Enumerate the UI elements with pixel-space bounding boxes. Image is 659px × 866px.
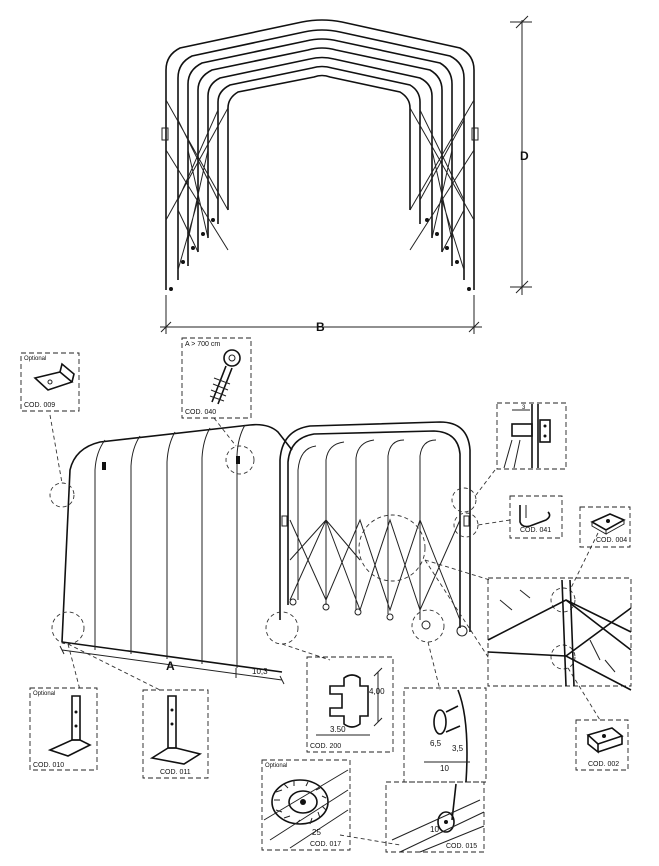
cod200-height: 4,00	[369, 687, 385, 696]
eye-bolt-icon	[209, 349, 241, 405]
caster-wheel-icon	[391, 783, 485, 853]
wheel-dim-1: 6,5	[430, 739, 442, 748]
cod040-note: A > 700 cm	[185, 341, 221, 348]
corner-view-detail	[487, 579, 632, 691]
wheel-bracket-icon	[424, 689, 470, 783]
cod200-code: COD. 200	[310, 743, 342, 750]
offset-label: 10,3	[252, 667, 268, 676]
cod017-code: COD. 017	[310, 841, 342, 848]
dimension-d	[510, 15, 532, 295]
cod010-code: COD. 010	[33, 762, 65, 769]
hinge-detail-icon	[503, 404, 551, 469]
dimension-a	[59, 645, 285, 685]
covered-tunnel	[61, 421, 471, 673]
cod004-code: COD. 004	[596, 537, 628, 544]
plate-icon	[590, 513, 626, 535]
frame-front-view	[161, 19, 479, 291]
cod015-code: COD. 015	[446, 843, 478, 850]
cod009-code: COD. 009	[24, 402, 56, 409]
wheel-dim-2: 3,5	[452, 744, 464, 753]
ground-anchor-010-icon	[47, 695, 92, 757]
dimension-d-label: D	[520, 149, 529, 163]
profile-section-icon	[316, 667, 383, 736]
cod010-optional: Optional	[33, 691, 56, 697]
connector-icon	[586, 727, 624, 754]
dimension-a-label: A	[166, 659, 175, 673]
hinge-dim: 3	[522, 405, 526, 411]
cod015-dim: 10	[430, 825, 439, 834]
cod200-width: 3.50	[330, 725, 346, 734]
large-wheel-icon	[263, 769, 349, 849]
cod041-code: COD. 041	[520, 527, 552, 534]
hook-icon	[519, 505, 551, 528]
dimension-b-label: B	[316, 320, 325, 334]
cod017-optional: Optional	[265, 763, 288, 769]
cod017-dim: 25	[312, 828, 321, 837]
cod011-code: COD. 011	[160, 769, 191, 776]
cod002-code: COD. 002	[588, 761, 620, 768]
angle-bracket-icon	[33, 362, 75, 391]
wheel-dim-3: 10	[440, 764, 449, 773]
ground-anchor-011-icon	[149, 695, 203, 765]
cod040-code: COD. 040	[185, 409, 217, 416]
dimension-b	[160, 295, 482, 334]
cod009-optional: Optional	[24, 356, 47, 362]
